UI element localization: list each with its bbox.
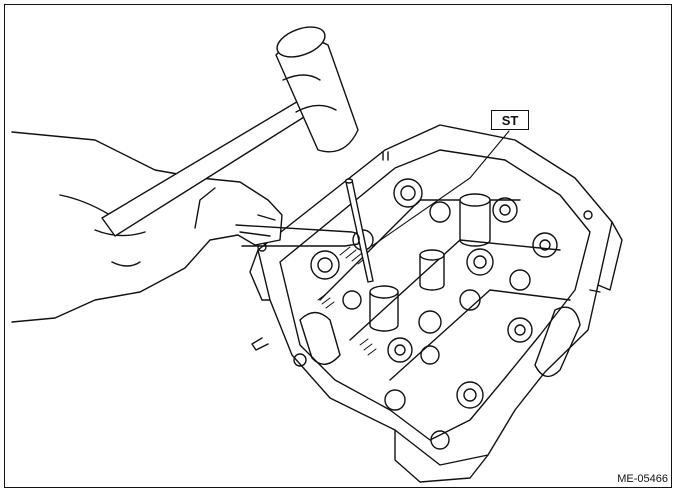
drift-tool-icon <box>344 178 374 283</box>
cylinder-head-icon <box>249 124 623 483</box>
hammer-icon <box>101 26 359 237</box>
figure-code: ME-05466 <box>617 473 668 485</box>
tool-callout-label: ST <box>491 110 529 130</box>
